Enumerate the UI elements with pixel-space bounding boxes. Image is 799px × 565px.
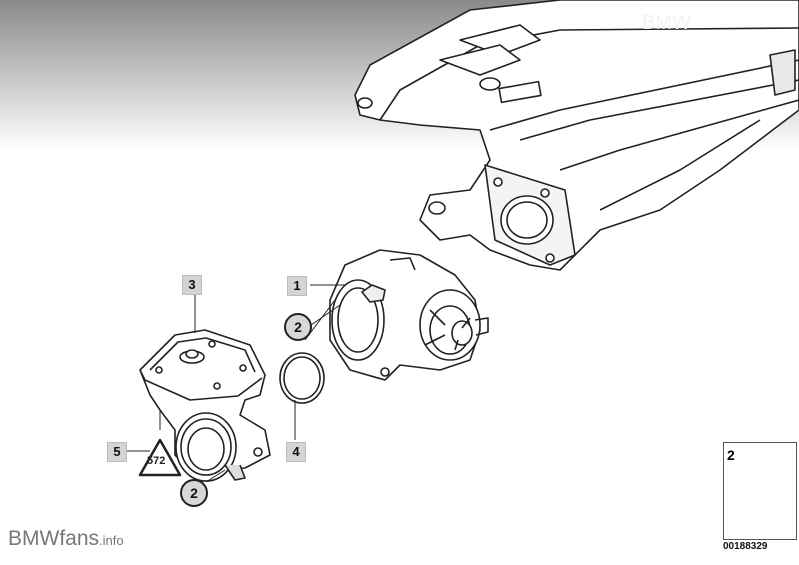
triangle-label: 572 <box>147 455 166 467</box>
watermark-bottom: BMWfans.info <box>8 527 124 551</box>
warning-triangle <box>138 438 182 477</box>
callout-2-top: 2 <box>284 313 312 341</box>
callout-1: 1 <box>287 276 307 296</box>
watermark-top: BMW <box>642 12 691 34</box>
callout-2-bottom: 2 <box>180 479 208 507</box>
intake-manifold <box>354 0 799 271</box>
callout-5: 5 <box>107 442 127 462</box>
callout-4: 4 <box>286 442 306 462</box>
gasket-ring <box>279 352 325 404</box>
throttle-body <box>329 249 489 381</box>
legend-box: 2 <box>723 442 797 540</box>
watermark-suffix: .info <box>99 533 124 548</box>
callout-3: 3 <box>182 275 202 295</box>
part-number: 00188329 <box>723 541 768 552</box>
legend-number: 2 <box>727 447 735 463</box>
air-flow-meter <box>139 329 271 482</box>
watermark-main: BMWfans <box>8 527 100 550</box>
